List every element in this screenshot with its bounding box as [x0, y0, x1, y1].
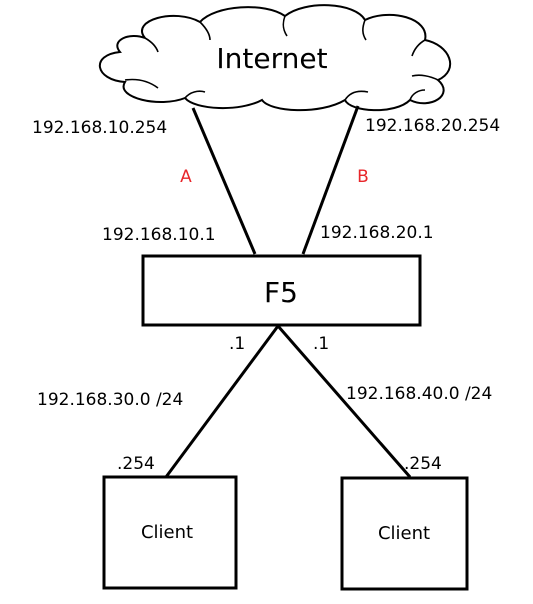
link-a-label: A	[180, 167, 192, 187]
client-right-box	[340, 476, 469, 591]
f5-box	[141, 254, 422, 327]
link-b-label: B	[357, 167, 369, 187]
link-a-upstream-ip: 192.168.10.254	[32, 118, 167, 138]
f5-label: F5	[264, 276, 298, 309]
client-left-box	[102, 475, 238, 590]
client-left: Client	[102, 475, 238, 590]
internet-label: Internet	[216, 42, 327, 75]
f5-left-port-ip: .1	[229, 334, 245, 354]
link-b-line	[301, 105, 360, 255]
f5-device: F5	[141, 254, 422, 327]
link-b-f5-ip: 192.168.20.1	[320, 223, 434, 243]
cloud-inner-contour	[124, 15, 439, 101]
client-right-label: Client	[378, 523, 430, 544]
right-client-gateway-ip: .254	[404, 454, 442, 474]
left-subnet-label: 192.168.30.0 /24	[37, 390, 183, 410]
internet-cloud: Internet	[99, 4, 451, 112]
link-a-line	[191, 107, 257, 255]
right-subnet-label: 192.168.40.0 /24	[346, 384, 492, 404]
client-left-label: Client	[141, 522, 193, 543]
link-b-upstream-ip: 192.168.20.254	[365, 116, 500, 136]
client-right: Client	[340, 476, 469, 591]
left-client-gateway-ip: .254	[117, 454, 155, 474]
left-client-link	[164, 325, 280, 478]
right-client-link	[276, 325, 412, 478]
f5-right-port-ip: .1	[313, 334, 329, 354]
link-a-f5-ip: 192.168.10.1	[102, 225, 216, 245]
